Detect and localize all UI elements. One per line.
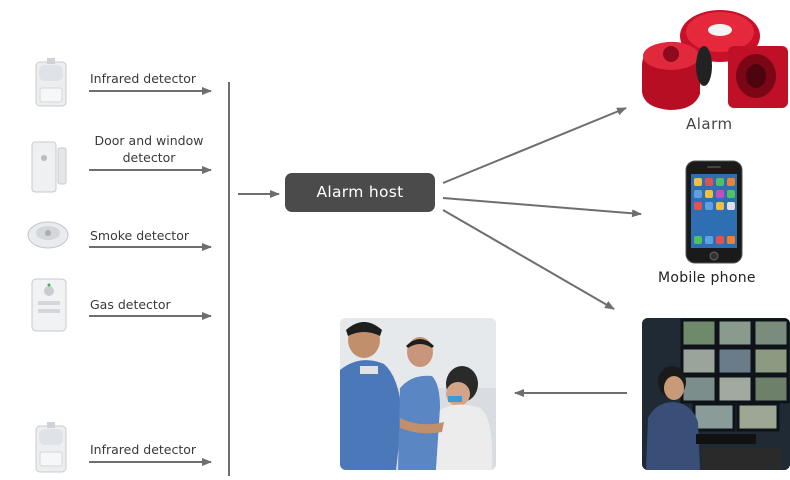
police-arrest-photo	[340, 318, 496, 470]
monitoring-center-photo	[642, 318, 790, 470]
alarm-label: Alarm	[686, 115, 733, 133]
smoke-detector-icon	[26, 220, 70, 250]
detector-label-gas: Gas detector	[90, 297, 171, 312]
detector-label-infrared-2: Infrared detector	[90, 442, 197, 457]
detector-label-smoke: Smoke detector	[90, 228, 189, 243]
door-window-detector-icon	[28, 138, 70, 196]
detector-label-door-window: Door and window detector	[94, 133, 204, 165]
detector-label-infrared: Infrared detector	[90, 71, 197, 86]
infrared-detector-icon	[30, 58, 72, 110]
arrow-to-alarm	[442, 107, 627, 184]
gas-detector-icon	[28, 277, 70, 333]
mobile-phone-icon	[685, 160, 743, 264]
mobile-phone-label: Mobile phone	[658, 270, 756, 286]
alarm-siren-icon	[636, 6, 790, 116]
infrared-detector-icon	[30, 422, 72, 476]
arrow-to-phone	[442, 197, 642, 218]
arrow-to-monitor	[442, 209, 615, 310]
alarm-host-box: Alarm host	[285, 173, 435, 212]
